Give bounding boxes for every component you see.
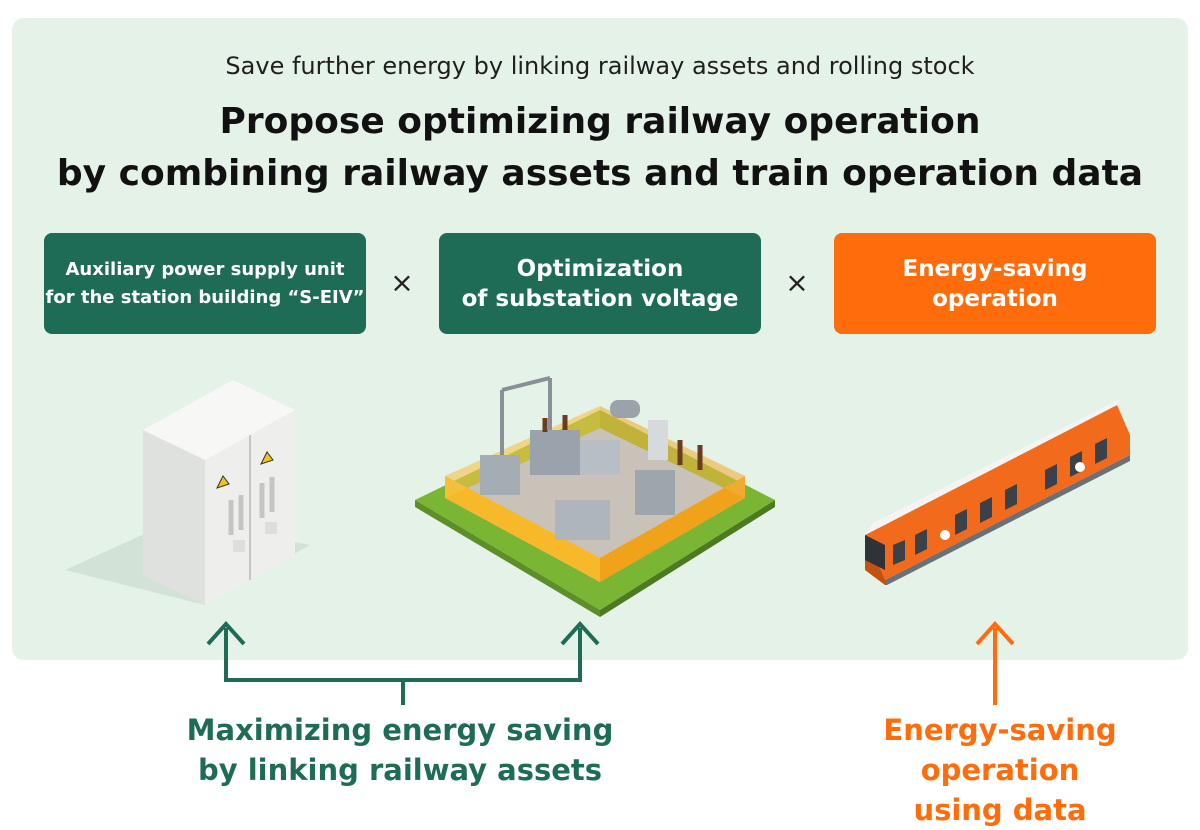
green-arrow-head-left (206, 621, 246, 646)
box-energy-saving-operation: Energy-saving operation (834, 233, 1156, 334)
caption-right-line2: using data (913, 793, 1087, 827)
power-supply-cabinet-illustration (65, 380, 310, 605)
box-substation-voltage: Optimization of substation voltage (439, 233, 761, 334)
box-substation-voltage-line1: Optimization (516, 255, 684, 282)
box-energy-saving-operation-line2: operation (932, 285, 1058, 312)
green-arrow-head-right (560, 621, 600, 646)
box-auxiliary-power-supply: Auxiliary power supply unit for the stat… (44, 233, 366, 334)
caption-left-line2: by linking railway assets (197, 753, 603, 787)
main-title: Propose optimizing railway operation by … (0, 96, 1200, 200)
caption-linking-railway-assets: Maximizing energy saving by linking rail… (170, 710, 630, 790)
multiply-sign-1: × (390, 266, 414, 299)
subtitle: Save further energy by linking railway a… (225, 52, 975, 80)
caption-left-line1: Maximizing energy saving (186, 713, 614, 747)
caption-energy-saving-using-data: Energy-saving operation using data (800, 710, 1200, 830)
box-substation-voltage-line2: of substation voltage (461, 285, 739, 312)
orange-arrow-head (975, 621, 1015, 646)
train-illustration (865, 399, 1130, 585)
multiply-sign-2: × (785, 266, 809, 299)
box-auxiliary-power-supply-line1: Auxiliary power supply unit (65, 258, 345, 280)
substation-illustration (415, 376, 775, 617)
main-title-line1: Propose optimizing railway operation (219, 101, 981, 142)
box-energy-saving-operation-line1: Energy-saving (902, 255, 1088, 282)
caption-right-line1: Energy-saving operation (883, 713, 1117, 787)
main-title-line2: by combining railway assets and train op… (56, 153, 1144, 194)
arrows-diagram (206, 621, 1015, 705)
box-auxiliary-power-supply-line2: for the station building “S-EIV” (45, 286, 365, 308)
